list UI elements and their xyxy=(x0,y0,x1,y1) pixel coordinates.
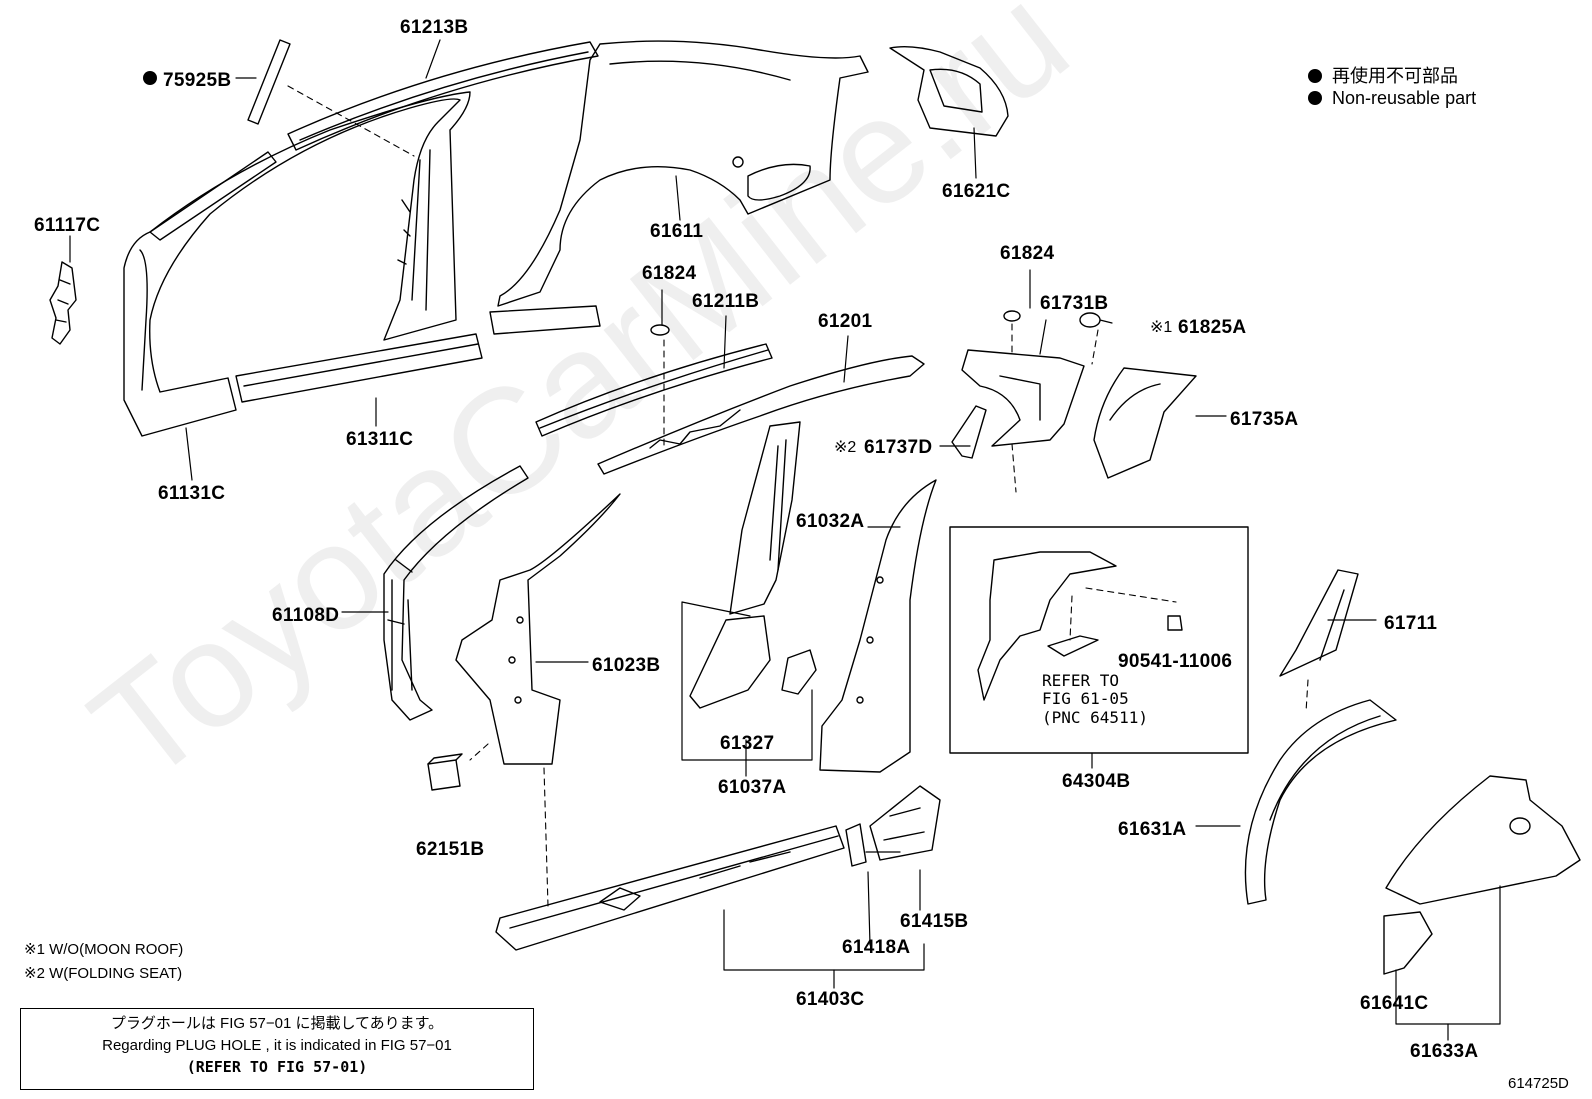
footnote-1: ※1 W/O(MOON ROOF) xyxy=(24,941,184,958)
part-61631A-drawing xyxy=(1244,699,1397,905)
legend-en: Non-reusable part xyxy=(1308,88,1476,109)
part-61711-drawing xyxy=(1279,569,1359,677)
part-61211B-drawing xyxy=(535,343,773,437)
part-61415B-drawing xyxy=(869,785,941,861)
figure-id: 614725D xyxy=(1508,1075,1569,1092)
part-label[interactable]: 61711 xyxy=(1384,613,1438,634)
part-label[interactable]: 61201 xyxy=(818,311,873,332)
part-61731B-drawing xyxy=(961,310,1101,447)
part-label[interactable]: 61117C xyxy=(34,215,101,236)
part-label[interactable]: 61327 xyxy=(720,733,775,754)
part-label[interactable]: 61108D xyxy=(272,605,340,626)
part-61108D-drawing xyxy=(383,465,529,721)
part-label[interactable]: 61631A xyxy=(1118,819,1187,840)
part-label[interactable]: 61418A xyxy=(842,937,911,958)
part-61201-drawing xyxy=(597,324,925,475)
part-label[interactable]: 61633A xyxy=(1410,1041,1479,1062)
non-reusable-marker-75925B xyxy=(143,71,157,85)
part-61311C-drawing xyxy=(235,305,601,403)
leader-lines xyxy=(69,39,1501,1041)
part-61611-drawing xyxy=(497,40,869,307)
part-label[interactable]: 90541-11006 xyxy=(1118,651,1233,672)
note1-marker: ※1 xyxy=(1150,319,1173,336)
part-label[interactable]: 75925B xyxy=(163,70,232,91)
part-75925B-drawing xyxy=(247,39,291,125)
part-label[interactable]: 61737D xyxy=(864,437,933,458)
part-61633A-drawing xyxy=(1385,775,1581,905)
part-61213B-drawing xyxy=(149,41,599,241)
plug-hole-note-box: プラグホールは FIG 57−01 に掲載してあります。 Regarding P… xyxy=(20,1008,534,1090)
part-label[interactable]: 61621C xyxy=(942,181,1011,202)
part-label[interactable]: 64304B xyxy=(1062,771,1131,792)
part-label[interactable]: 61824 xyxy=(1000,243,1055,264)
legend-dot-icon xyxy=(1308,69,1322,83)
inset-frame xyxy=(949,526,1249,754)
part-label[interactable]: 61641C xyxy=(1360,993,1429,1014)
legend-jp: 再使用不可部品 xyxy=(1308,62,1458,88)
part-label[interactable]: 61023B xyxy=(592,655,661,676)
refer-note[interactable]: REFER TO FIG 61-05 (PNC 64511) xyxy=(1042,671,1148,727)
part-label[interactable]: 61403C xyxy=(796,989,865,1010)
part-label[interactable]: 62151B xyxy=(416,839,485,860)
part-61037A-drawing xyxy=(689,421,817,709)
part-64304B-drawing xyxy=(977,551,1183,701)
part-label[interactable]: 61037A xyxy=(718,777,787,798)
plug-note-jp: プラグホールは FIG 57−01 に掲載してあります。 xyxy=(110,1015,444,1032)
part-label[interactable]: 61735A xyxy=(1230,409,1299,430)
plug-note-ref[interactable]: (REFER TO FIG 57-01) xyxy=(186,1057,368,1076)
note2-marker: ※2 xyxy=(834,439,857,456)
part-side-outer-drawing xyxy=(123,91,471,437)
part-label[interactable]: 61415B xyxy=(900,911,969,932)
part-label[interactable]: 61825A xyxy=(1178,317,1247,338)
part-label[interactable]: 61731B xyxy=(1040,293,1109,314)
legend-dot-icon xyxy=(1308,91,1322,105)
dashed-guides xyxy=(287,85,1309,907)
part-label[interactable]: 61211B xyxy=(692,291,760,312)
part-61032A-drawing xyxy=(819,479,937,773)
part-61403C-drawing xyxy=(495,825,845,951)
part-label[interactable]: 61824 xyxy=(642,263,697,284)
part-label[interactable]: 61213B xyxy=(400,17,469,38)
part-label[interactable]: 61032A xyxy=(796,511,865,532)
plug-note-en: Regarding PLUG HOLE , it is indicated in… xyxy=(102,1036,452,1054)
part-61621C-drawing xyxy=(889,45,1009,137)
part-62151B-drawing xyxy=(427,753,463,791)
part-label[interactable]: 61311C xyxy=(346,429,414,450)
part-61737D-drawing xyxy=(951,405,987,459)
part-61117C-drawing xyxy=(49,261,77,345)
part-label[interactable]: 61131C xyxy=(158,483,226,504)
part-61641C-drawing xyxy=(1383,911,1433,975)
part-label[interactable]: 61611 xyxy=(650,221,704,242)
part-61023B-drawing xyxy=(455,493,621,765)
part-61418A-drawing xyxy=(845,823,867,867)
part-61735A-drawing xyxy=(1093,367,1197,479)
footnote-2: ※2 W(FOLDING SEAT) xyxy=(24,965,183,982)
